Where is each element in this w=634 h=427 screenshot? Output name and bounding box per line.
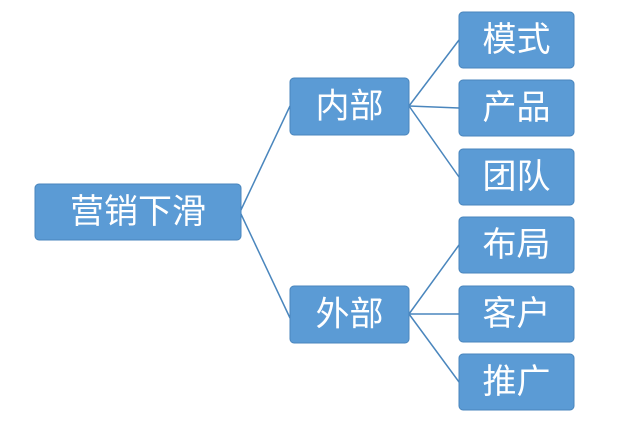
leaf-node-team-label: 团队 <box>483 157 551 197</box>
branch-node-external-label: 外部 <box>316 295 384 335</box>
connector-internal-mode <box>408 39 460 107</box>
leaf-node-team: 团队 <box>458 148 575 206</box>
leaf-node-mode-label: 模式 <box>483 20 551 60</box>
connector-root-internal <box>239 105 291 213</box>
leaf-node-promotion-label: 推广 <box>483 362 551 402</box>
leaf-node-promotion: 推广 <box>458 353 575 411</box>
leaf-node-mode: 模式 <box>458 11 575 69</box>
branch-node-external-box <box>289 285 410 344</box>
leaf-node-layout-label: 布局 <box>483 225 551 265</box>
leaf-node-customer-box <box>458 285 575 343</box>
leaf-node-customer: 客户 <box>458 285 575 343</box>
root-node: 营销下滑 <box>34 183 242 241</box>
leaf-node-team-box <box>458 148 575 206</box>
branch-node-internal-box <box>289 77 410 136</box>
leaf-node-product: 产品 <box>458 79 575 137</box>
branch-node-internal: 内部 <box>289 77 410 136</box>
branch-node-internal-label: 内部 <box>316 87 384 127</box>
branch-node-external: 外部 <box>289 285 410 344</box>
leaf-node-product-label: 产品 <box>483 88 551 128</box>
connector-internal-team <box>408 105 460 178</box>
connector-external-promotion <box>408 313 460 383</box>
connector-external-layout <box>408 244 460 315</box>
leaf-node-promotion-box <box>458 353 575 411</box>
root-node-box <box>34 183 242 241</box>
leaf-node-layout: 布局 <box>458 216 575 274</box>
connector-internal-product <box>408 105 460 109</box>
leaf-node-product-box <box>458 79 575 137</box>
leaf-node-mode-box <box>458 11 575 69</box>
leaf-node-customer-label: 客户 <box>483 294 551 334</box>
connector-root-external <box>239 211 291 319</box>
leaf-node-layout-box <box>458 216 575 274</box>
root-node-label: 营销下滑 <box>70 192 206 232</box>
